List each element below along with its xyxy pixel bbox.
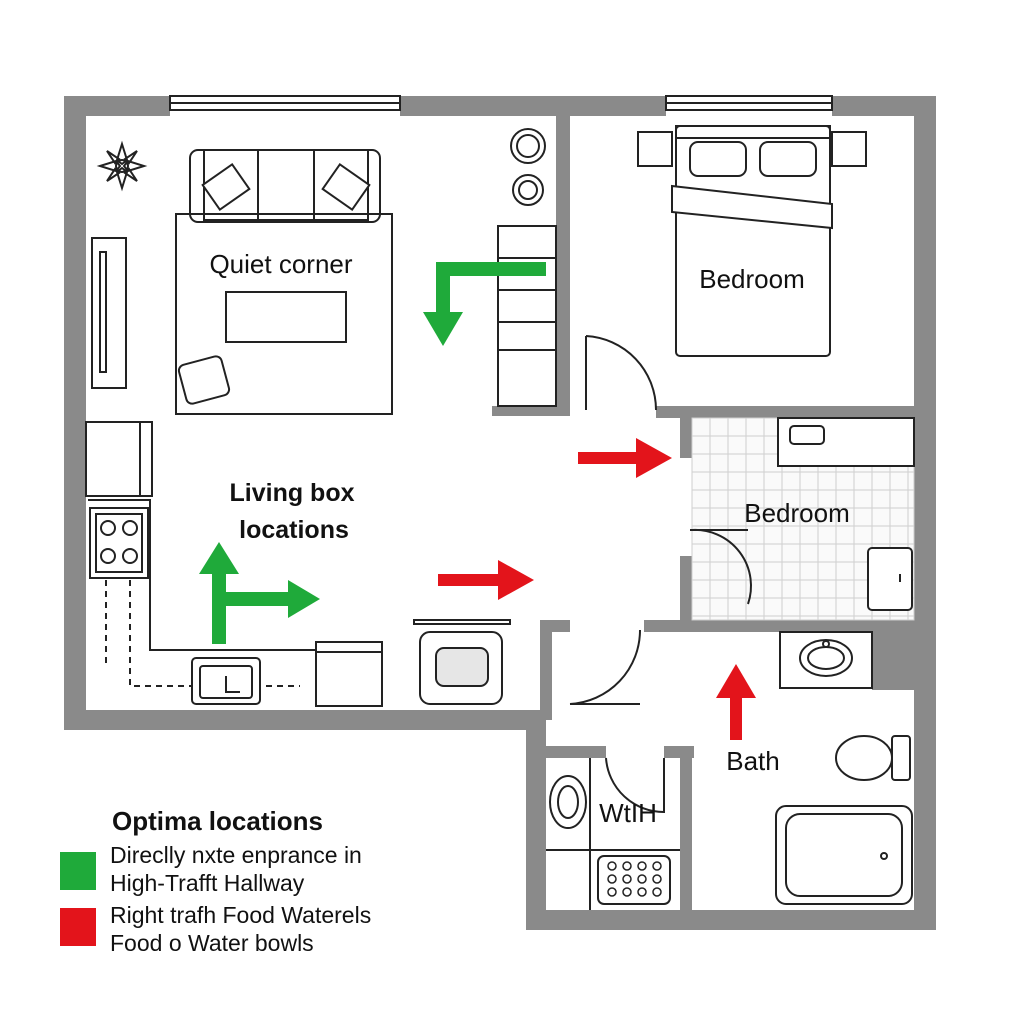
toilet-icon xyxy=(789,425,825,445)
living-furniture xyxy=(85,128,557,707)
legend-red-line2: Food o Water bowls xyxy=(110,930,314,956)
nightstand-icon xyxy=(637,131,673,167)
windows xyxy=(169,95,833,111)
red-arrow-living xyxy=(438,560,534,600)
nightstand-icon xyxy=(831,131,867,167)
bathtub-icon xyxy=(775,805,913,905)
bedroom-furniture xyxy=(637,125,867,357)
legend-green-line1: Direclly nxte enprance in xyxy=(110,842,362,868)
legend-red-swatch xyxy=(60,908,96,946)
label-living-line1: Living box xyxy=(230,479,355,507)
floor-drain-icon xyxy=(597,855,671,905)
legend-title: Optima locations xyxy=(112,806,323,836)
kitchen-sink-icon xyxy=(191,657,261,705)
wc-fixtures xyxy=(546,758,680,910)
fridge-icon xyxy=(85,421,153,497)
rug xyxy=(175,213,393,415)
legend: Optima locations Direclly nxte enprance … xyxy=(60,806,371,956)
legend-red-line1: Right trafh Food Waterels xyxy=(110,902,371,928)
label-wc: WtIH xyxy=(599,798,657,828)
plant-icon xyxy=(96,140,148,192)
red-arrow-bedroom xyxy=(578,438,672,478)
tv-unit xyxy=(91,237,127,389)
red-arrow-bath xyxy=(716,664,756,740)
stool-icon xyxy=(512,174,544,206)
wc-sink-icon xyxy=(549,775,587,829)
label-quiet-corner: Quiet corner xyxy=(209,249,352,279)
label-bedroom-tiled: Bedroom xyxy=(744,498,850,528)
label-living-line2: locations xyxy=(239,516,349,544)
green-up-right-arrow xyxy=(199,542,320,644)
sofa-icon xyxy=(189,149,381,223)
cabinet-icon xyxy=(867,547,913,611)
legend-green-swatch xyxy=(60,852,96,890)
legend-green-line2: High-Trafft Hallway xyxy=(110,870,305,896)
coffee-table xyxy=(225,291,347,343)
label-bedroom-main: Bedroom xyxy=(699,264,805,294)
green-elbow-arrow xyxy=(423,262,546,346)
bed-icon xyxy=(671,125,833,357)
pet-bed-icon xyxy=(419,631,503,705)
bath-fixtures xyxy=(775,631,913,905)
armchair-icon xyxy=(177,355,231,405)
toilet-icon xyxy=(835,735,911,781)
stool-icon xyxy=(510,128,546,164)
label-bath: Bath xyxy=(726,746,780,776)
tiled-room-furniture xyxy=(777,417,915,611)
stove-icon xyxy=(89,507,149,579)
arrows xyxy=(199,262,756,740)
doors xyxy=(569,335,752,814)
shelving-unit xyxy=(497,225,557,407)
walls xyxy=(64,96,936,930)
